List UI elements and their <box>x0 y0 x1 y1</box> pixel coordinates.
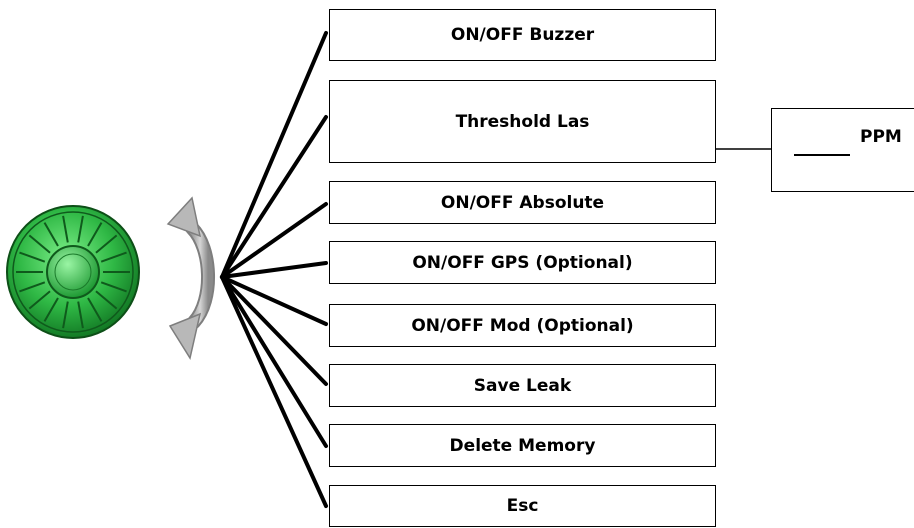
connector-line <box>220 202 328 279</box>
knob-ridge <box>95 234 118 254</box>
rotary-knob-icon[interactable] <box>6 205 140 339</box>
menu-item-delete-memory[interactable]: Delete Memory <box>329 424 716 467</box>
knob-ridge <box>43 222 59 247</box>
menu-item-label: Delete Memory <box>449 435 596 456</box>
menu-item-label: ON/OFF Buzzer <box>450 25 595 45</box>
knob-ridge <box>19 281 46 293</box>
knob-ridge <box>28 290 51 310</box>
menu-item-label: ON/OFF Absolute <box>440 192 605 213</box>
connector-line <box>220 275 328 448</box>
knob-ridge <box>62 215 69 243</box>
knob-ridge <box>100 281 127 293</box>
menu-item-label: ON/OFF Mod (Optional) <box>411 315 634 336</box>
menu-item-on-off-mod[interactable]: ON/OFF Mod (Optional) <box>329 304 716 347</box>
knob-ridge <box>62 301 69 329</box>
knob-ridge <box>19 251 46 263</box>
connector-line <box>220 275 328 386</box>
rotate-arrow-icon <box>166 196 216 360</box>
ppm-threshold-box[interactable]: PPM <box>771 108 914 192</box>
knob-ridge <box>87 297 103 322</box>
menu-item-esc[interactable]: Esc <box>329 485 716 527</box>
ppm-value-blank[interactable] <box>794 154 850 156</box>
connector-line <box>220 115 328 279</box>
knob-ridge <box>100 251 127 263</box>
connector-lines <box>220 31 328 508</box>
menu-item-label: ON/OFF GPS (Optional) <box>412 252 633 273</box>
knob-ridge <box>95 290 118 310</box>
knob-ridge <box>77 301 84 329</box>
menu-item-threshold-las[interactable]: Threshold Las <box>329 80 716 163</box>
menu-item-on-off-gps[interactable]: ON/OFF GPS (Optional) <box>329 241 716 284</box>
ppm-unit-label: PPM <box>860 127 902 147</box>
connector-line <box>220 31 328 279</box>
knob-ridge <box>43 297 59 322</box>
menu-item-label: Save Leak <box>473 375 572 396</box>
menu-item-save-leak[interactable]: Save Leak <box>329 364 716 407</box>
knob-ridge <box>87 222 103 247</box>
connector-line <box>220 275 328 508</box>
connector-line <box>220 261 328 279</box>
menu-item-on-off-buzzer[interactable]: ON/OFF Buzzer <box>329 9 716 61</box>
knob-ridge <box>28 234 51 254</box>
menu-item-label: Esc <box>506 496 539 516</box>
menu-item-label: Threshold Las <box>455 111 590 132</box>
menu-item-on-off-absolute[interactable]: ON/OFF Absolute <box>329 181 716 224</box>
connector-line <box>220 275 328 326</box>
knob-ridge <box>77 215 84 243</box>
